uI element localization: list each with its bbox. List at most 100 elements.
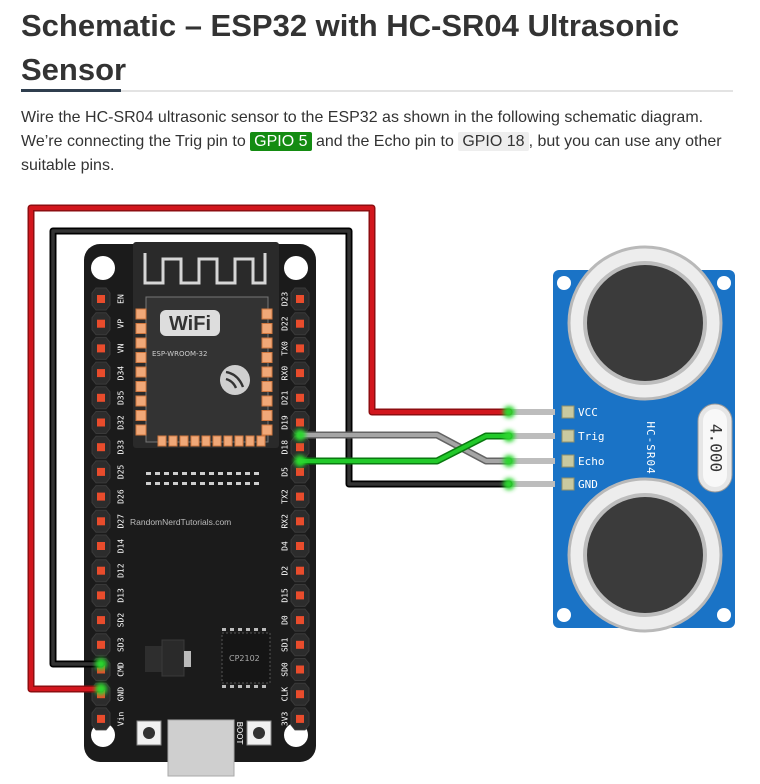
pin-tx0: TX0 [281,336,310,360]
pin-label: 3V3 [281,711,290,726]
sensor-pin-trig: Trig [509,429,605,443]
pin-label: D4 [281,541,290,551]
mount-hole-icon [91,256,115,280]
pin-label: D25 [117,464,126,479]
crystal-oscillator-icon: 4.000 [697,403,733,493]
pin-label: CMD [117,662,126,677]
transducer-bottom-icon [567,477,723,633]
pin-d22: D22 [281,312,310,336]
boot-button: BOOT [235,720,272,746]
pin-d14: D14 [91,534,126,558]
connection-points [95,406,515,695]
pin-label: VN [117,343,126,353]
sensor-pin-label: Echo [578,455,605,468]
pin-d12: D12 [91,559,126,583]
usb-chip-label: CP2102 [229,654,260,663]
esp-wroom-module: WiFi ESP-WROOM-32 [133,242,279,448]
pin-d32: D32 [91,411,126,434]
watermark-text: RandomNerdTutorials.com [130,517,231,527]
pin-label: D34 [117,366,126,381]
pin-label: SD0 [281,662,290,677]
pin-label: EN [117,294,126,304]
trig-gpio-code: GPIO 5 [250,132,312,151]
wires [27,204,515,695]
sensor-pin-label: Trig [578,430,605,443]
pin-label: RX0 [281,366,290,381]
pin-d2: D2 [281,559,310,583]
mount-hole-icon [717,608,731,622]
pin-label: D23 [281,292,290,307]
pin-d27: D27 [91,509,126,533]
mount-hole-icon [557,276,571,290]
pin-3v3: 3V3 [281,707,310,731]
boot-button-label: BOOT [235,722,244,745]
pin-sd0: SD0 [281,658,310,681]
sensor-pin-vcc: VCC [509,405,598,419]
pin-label: SD1 [281,637,290,652]
pin-label: D15 [281,588,290,603]
page-title: Schematic – ESP32 with HC-SR04 Ultrasoni… [21,8,680,87]
pin-d33: D33 [91,435,126,459]
mount-hole-icon [557,608,571,622]
pin-label: D35 [117,390,126,405]
pin-sd2: SD2 [91,608,126,632]
right-pin-header: D23D22TX0RX0D21D19D18D5TX2RX2D4D2D15D0SD… [281,287,310,731]
pin-label: SD3 [117,637,126,652]
module-name: ESP-WROOM-32 [152,350,207,358]
sensor-model-label: HC-SR04 [644,421,657,474]
intro-text-2: and the Echo pin to [311,133,459,150]
espressif-logo-icon [220,365,250,395]
pin-d21: D21 [281,386,310,410]
pin-label: D5 [281,467,290,477]
pin-label: D27 [117,514,126,529]
esp32-board: WiFi ESP-WROOM-32 RandomNerdTutorials.co… [84,242,316,777]
pin-d0: D0 [281,608,310,632]
sensor-pin-gnd: GND [509,477,598,491]
sensor-pin-label: VCC [578,406,598,419]
pin-label: TX0 [281,341,290,356]
pin-label: D2 [281,566,290,576]
pin-label: GND [117,687,126,702]
cp2102-chip: CP2102 [221,632,271,684]
pin-en: EN [91,287,126,311]
pin-label: D18 [281,440,290,455]
pin-d4: D4 [281,534,310,558]
pin-label: D32 [117,415,126,430]
title-divider-accent [21,89,121,92]
usb-port-icon [167,719,235,777]
smd-pads [146,472,266,688]
pin-tx2: TX2 [281,485,310,509]
pin-label: D14 [117,539,126,554]
intro-text-1: Wire the HC-SR04 ultrasonic sensor to th… [21,109,704,150]
sensor-pin-label: GND [578,478,598,491]
pin-label: RX2 [281,514,290,529]
title-divider [21,90,733,92]
mount-hole-icon [284,256,308,280]
transducer-top-icon [567,245,723,401]
wifi-logo-text: WiFi [169,313,211,335]
pin-label: D21 [281,390,290,405]
pin-d19: D19 [281,411,310,434]
pin-clk: CLK [281,682,310,706]
pin-label: D22 [281,316,290,331]
mount-hole-icon [717,276,731,290]
pin-label: CLK [281,687,290,702]
pin-d26: D26 [91,485,126,509]
pin-label: D33 [117,440,126,455]
pin-rx0: RX0 [281,361,310,385]
antenna-trace-icon [143,253,267,285]
pin-label: TX2 [281,489,290,504]
pin-label: SD2 [117,613,126,628]
pin-label: D0 [281,615,290,625]
intro-text-3: , but you can use any other suitable pin… [21,133,722,174]
pin-rx2: RX2 [281,509,310,533]
pin-label: Vin [117,711,126,726]
pin-d15: D15 [281,583,310,607]
pin-label: D13 [117,588,126,603]
pin-label: VP [117,319,126,329]
pin-sd3: SD3 [91,633,126,657]
intro-paragraph: Wire the HC-SR04 ultrasonic sensor to th… [21,106,736,178]
pin-label: D19 [281,415,290,430]
